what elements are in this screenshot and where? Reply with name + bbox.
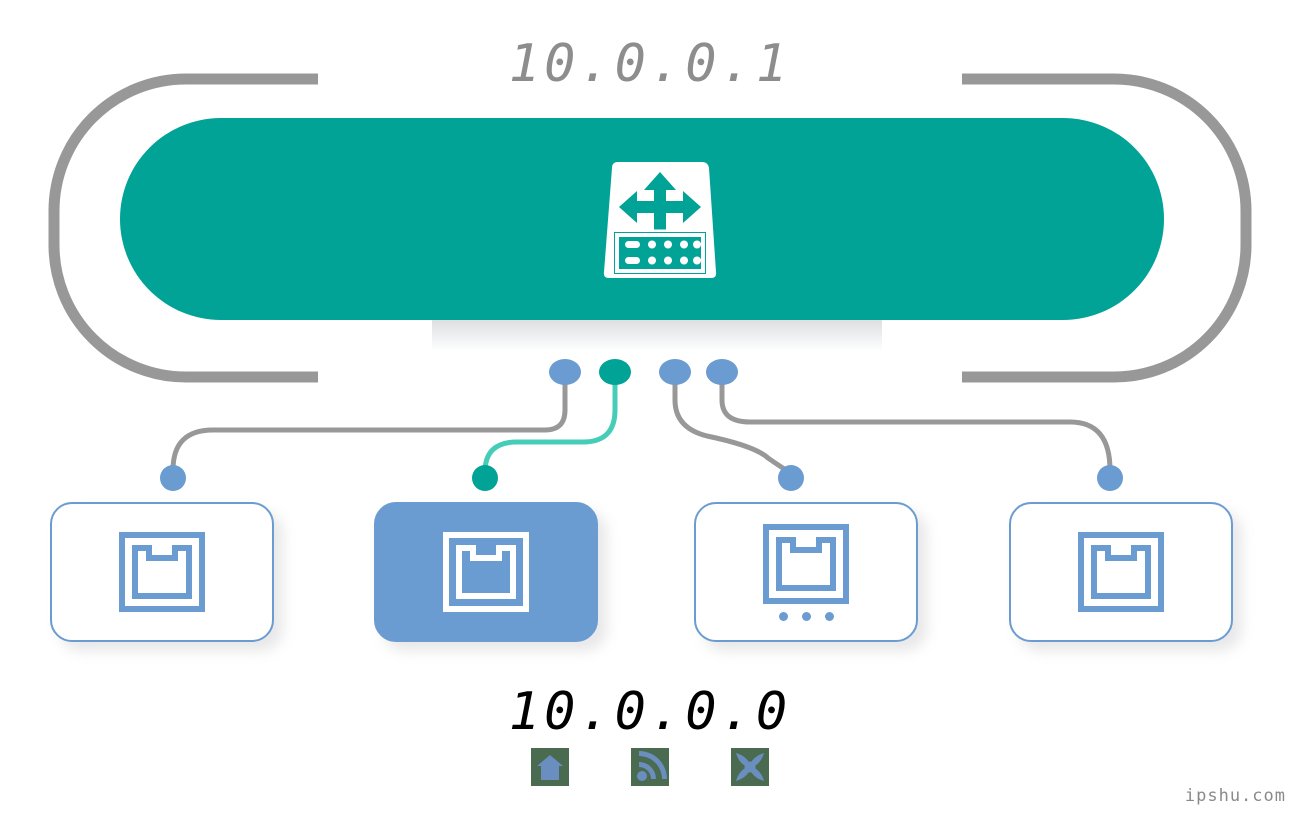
left-bracket-icon	[48, 73, 318, 383]
device-2[interactable]	[374, 502, 598, 642]
link-1	[170, 371, 568, 473]
port-4	[706, 359, 738, 385]
device-port-1	[160, 465, 186, 491]
device-port-4	[1097, 465, 1123, 491]
network-address-label: 10.0.0.0	[508, 682, 792, 742]
device-port-3	[778, 465, 804, 491]
port-2	[599, 359, 631, 385]
port-1	[549, 359, 581, 385]
device-4[interactable]	[1009, 502, 1233, 642]
device-1[interactable]	[50, 502, 274, 642]
ethernet-port-icon	[119, 532, 205, 612]
right-bracket-icon	[962, 73, 1252, 383]
device-3[interactable]	[694, 502, 918, 642]
more-devices-ellipsis-icon	[778, 611, 834, 621]
link-2	[482, 371, 618, 475]
ethernet-port-icon	[443, 532, 529, 612]
port-3	[659, 359, 691, 385]
device-port-2	[472, 465, 498, 491]
gateway-shadow	[432, 318, 882, 352]
gateway-address-label: 10.0.0.1	[508, 34, 792, 94]
ethernet-port-icon	[1078, 532, 1164, 612]
ethernet-port-icon	[763, 523, 849, 604]
link-4	[719, 371, 1113, 473]
site-watermark: ipshu.com	[1184, 786, 1286, 806]
router-icon	[603, 162, 717, 278]
